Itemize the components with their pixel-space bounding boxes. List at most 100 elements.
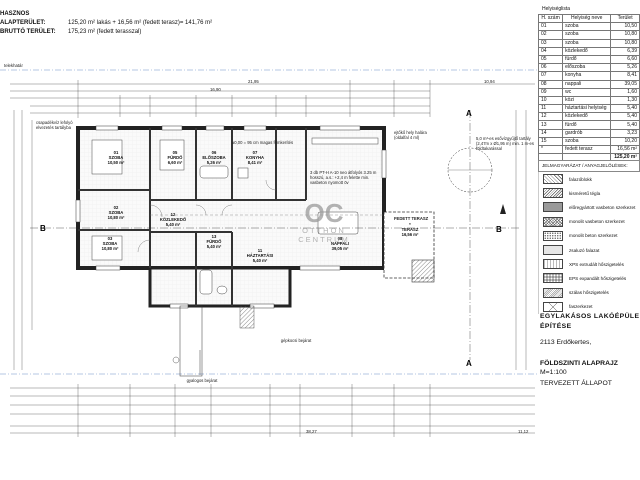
pedestrian-entry-note: gyalogos bejárat — [186, 378, 218, 383]
room-number-cell: 04 — [537, 46, 564, 56]
room-name-cell: közlekedő — [562, 112, 612, 122]
legend-title: JELMAGYARÁZAT / ANYAGJELÖLÉSEK: — [538, 160, 640, 172]
room-number-cell: 14 — [537, 128, 564, 138]
room-name-cell: wc — [562, 87, 612, 97]
project-address: 2113 Erdőkertes, — [540, 339, 592, 346]
room-area-cell: 10,20 — [610, 136, 640, 147]
room-name-cell: fedett terasz — [562, 144, 612, 155]
room-schedule-title: Helyiséglista — [542, 6, 571, 12]
room-area-cell: 1,60 — [610, 87, 640, 97]
project-title: EGYLAKÁSOS LAKÓÉPÜLE ÉPÍTÉSE — [540, 313, 640, 330]
room-number-cell: 11 — [537, 104, 564, 114]
room-area-cell: 5,26 — [610, 63, 640, 73]
title-block: EGYLAKÁSOS LAKÓÉPÜLE ÉPÍTÉSE 2113 Erdőke… — [540, 312, 640, 387]
room-area-cell: 39,05 — [610, 79, 640, 89]
room-area-cell: 8,41 — [610, 71, 640, 81]
room-name-cell: közi — [562, 95, 612, 106]
legend-item: monolit vasbeton szerkezet — [538, 214, 640, 229]
room-number-cell: * — [537, 144, 564, 155]
room-number-cell: 08 — [537, 79, 564, 89]
room-area-cell: 5,40 — [610, 120, 640, 130]
room-number-cell: 06 — [537, 63, 564, 73]
room-number-cell: 15 — [537, 136, 564, 147]
gross-area-value: 175,23 m² (fedett terasszal) — [68, 29, 142, 35]
area-summary: HASZNOS ALAPTERÜLET:125,20 m² lakás + 16… — [0, 10, 212, 37]
legend-label: zsaluzó falazat — [569, 247, 600, 253]
legend-swatch — [543, 287, 563, 298]
legend-swatch — [543, 202, 563, 213]
legend-label: előregyártott vasbeton szerkezet — [569, 204, 636, 210]
drawing-title: FÖLDSZINTI ALAPRAJZ — [540, 360, 618, 367]
room-name-cell: nappali — [562, 79, 612, 89]
room-number-cell: 01 — [537, 22, 564, 32]
room-area-cell: 5,40 — [610, 104, 640, 114]
room-area-cell: 3,23 — [610, 128, 640, 138]
room-number-cell: 10 — [537, 95, 564, 106]
bottom-dimension-2: 11,12 — [518, 429, 529, 434]
room-area-cell: 16,56 m² — [610, 144, 640, 155]
room-number-cell: 12 — [537, 112, 564, 122]
legend-label: falazóblokk — [569, 176, 592, 182]
chimney-note: 3 db PT-H A-10 neo átfolyós 3.25 m hossz… — [310, 170, 377, 185]
legend-item: zsaluzó falazat — [538, 242, 640, 258]
room-area-cell: 10,80 — [610, 30, 640, 40]
col-header: Helyiség neve — [562, 13, 612, 24]
gross-area-label: BRUTTÓ TERÜLET: — [0, 29, 56, 35]
section-marker-b-right: B — [496, 225, 502, 234]
legend-swatch — [543, 259, 563, 270]
room-number-cell: 03 — [537, 38, 564, 48]
legend-label: XPS extrudált hőszigetelés — [569, 261, 624, 267]
legend-label: kisméretű tégla — [569, 190, 601, 196]
room-name-cell: szoba — [562, 38, 612, 48]
legend-item: faszerkezet — [538, 299, 640, 314]
legend-swatch — [543, 245, 563, 256]
legend-item: kisméretű tégla — [538, 186, 640, 201]
room-number-cell: 07 — [537, 71, 564, 81]
room-area-cell: 10,80 — [610, 38, 640, 48]
room-area-cell: 1,30 — [610, 95, 640, 106]
room-name-cell: fürdő — [562, 120, 612, 130]
legend-item: előregyártott vasbeton szerkezet — [538, 200, 640, 215]
top-dimension-2: 16,90 — [210, 87, 221, 92]
legend-item: falazóblokk — [538, 172, 640, 187]
material-legend: JELMAGYARÁZAT / ANYAGJELÖLÉSEK: falazóbl… — [538, 160, 640, 314]
net-area-label: HASZNOS ALAPTERÜLET: — [0, 11, 46, 26]
right-dimension: 10,94 — [484, 79, 495, 84]
boundary-label: telekhatár — [4, 63, 23, 68]
room-name-cell: szoba — [562, 22, 612, 32]
legend-swatch — [543, 230, 563, 241]
section-marker-a-bottom: A — [466, 359, 472, 368]
legend-swatch — [543, 216, 563, 227]
room-number-cell: 05 — [537, 54, 564, 65]
room-name-cell: fürdő — [562, 54, 612, 65]
room-number-cell: 13 — [537, 120, 564, 130]
room-area-cell: 10,50 — [610, 22, 640, 32]
room-name-cell: közlekedő — [562, 46, 612, 56]
legend-label: szálas hőszigetelés — [569, 290, 609, 296]
section-marker-b-left: B — [40, 224, 46, 233]
legend-swatch — [543, 188, 563, 199]
room-name-cell: konyha — [562, 71, 612, 81]
legend-label: monolit vasbeton szerkezet — [569, 219, 625, 225]
